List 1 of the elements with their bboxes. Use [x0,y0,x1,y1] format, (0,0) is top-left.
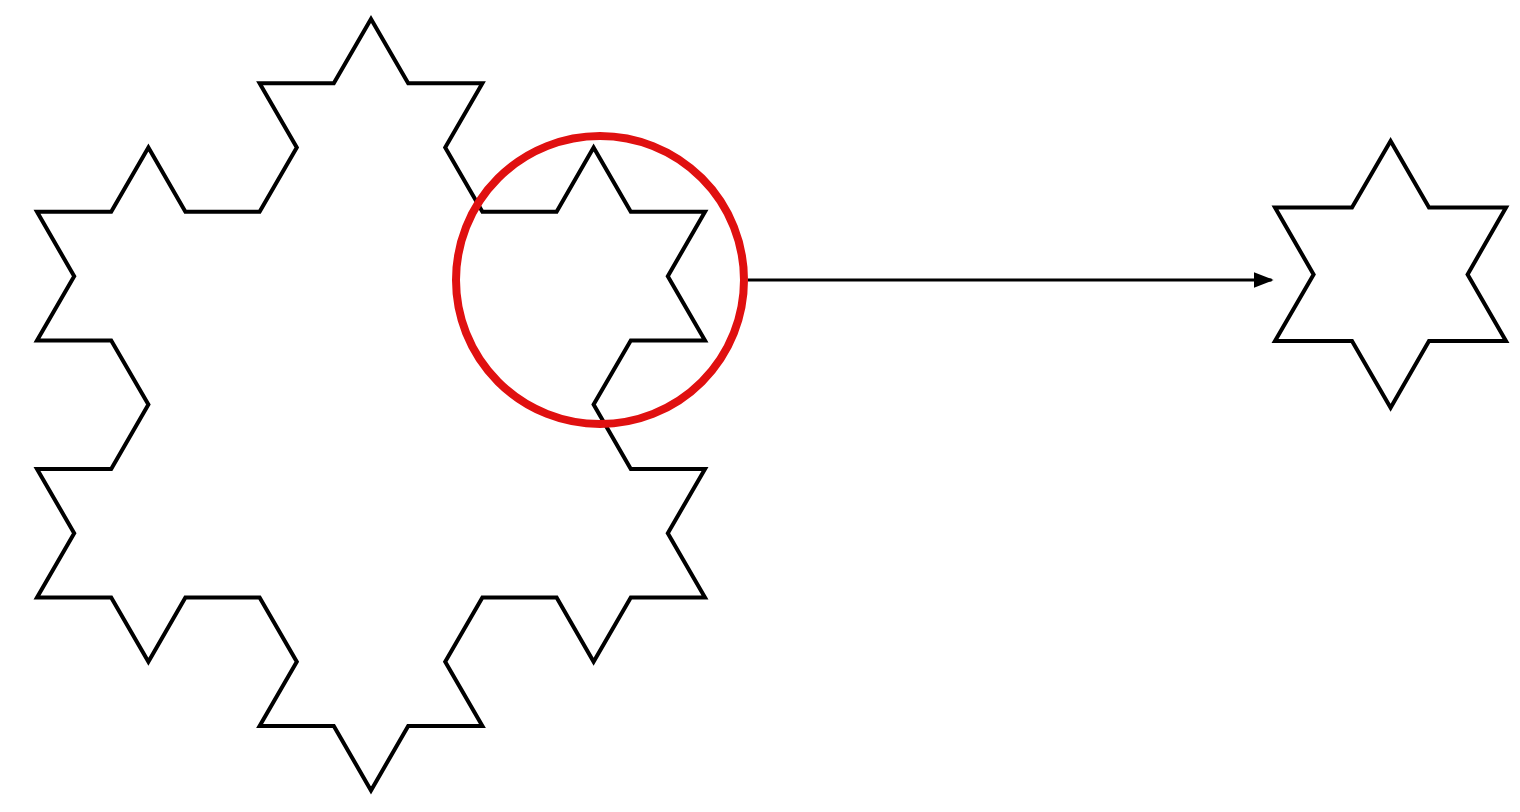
arrow [748,272,1274,288]
